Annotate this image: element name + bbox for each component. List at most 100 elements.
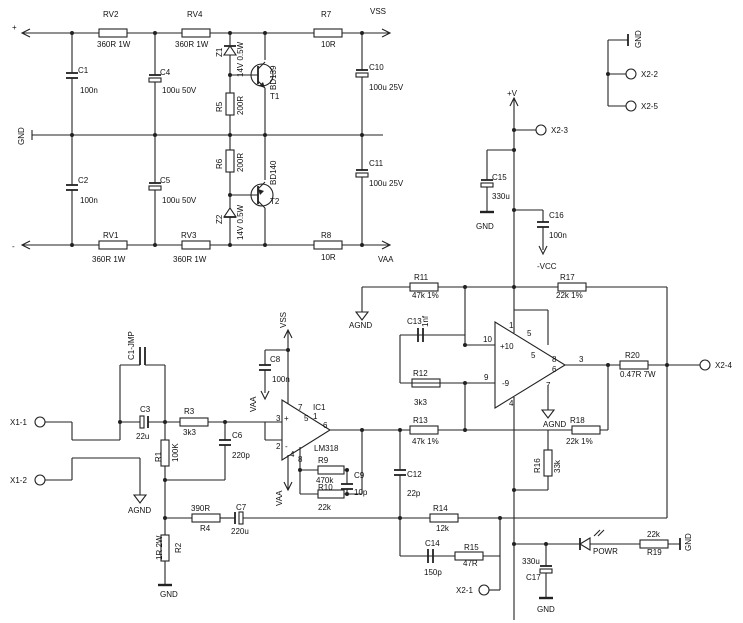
powr-label: POWR [593, 547, 618, 556]
c8-label: C8 [270, 355, 281, 364]
c9-value: 10p [354, 488, 368, 497]
rv4-label: RV4 [187, 10, 203, 19]
pin-1: 1 [509, 321, 514, 330]
rv1-label: RV1 [103, 231, 119, 240]
r14-value: 12k [436, 524, 450, 533]
c16-value: 100n [549, 231, 567, 240]
r16-label: R16 [533, 458, 542, 473]
c6-value: 220p [232, 451, 250, 460]
c17-label: C17 [526, 573, 541, 582]
r10-value: 22k [318, 503, 332, 512]
c13-label: C13 [407, 317, 422, 326]
rv3-label: RV3 [181, 231, 197, 240]
c1-label: C1 [78, 66, 89, 75]
gnd-tr-label: GND [634, 30, 643, 48]
c7-value: 220u [231, 527, 249, 536]
ic1-plus: + [284, 414, 289, 423]
terminal-x1-2[interactable] [34, 474, 46, 486]
r8 [313, 240, 343, 250]
ic1-minus: - [285, 442, 288, 451]
r11-value: 47k 1% [412, 291, 439, 300]
terminal-x2-4[interactable] [699, 359, 711, 371]
rv4-value: 360R 1W [175, 40, 209, 49]
ic1-stage: VSS C8 100n VAA + - IC1 LM318 3 2 6 7 1 … [249, 312, 422, 518]
terminal-x2-5[interactable] [625, 100, 637, 112]
r5-value: 200R [236, 96, 245, 115]
r5-label: R5 [215, 101, 224, 112]
terminal-x1-1[interactable] [34, 416, 46, 428]
c5-label: C5 [160, 176, 171, 185]
r16-value: 33k [553, 459, 562, 473]
x2-5-label: X2-5 [641, 102, 658, 111]
c11-label: C11 [369, 159, 384, 168]
c17-value: 330u [522, 557, 540, 566]
x1-2-label: X1-2 [10, 476, 27, 485]
c12-label: C12 [407, 470, 422, 479]
r15-label: R15 [464, 543, 479, 552]
x1-1-label: X1-1 [10, 418, 27, 427]
c4-value: 100u 50V [162, 86, 197, 95]
vaa-bottom-label: VAA [378, 255, 394, 264]
rv1 [98, 240, 128, 250]
vaa-ic1b-label: VAA [275, 490, 284, 506]
x2-4-label: X2-4 [715, 361, 732, 370]
c8-value: 100n [272, 375, 290, 384]
c2-value: 100n [80, 196, 98, 205]
gnd-c15-label: GND [476, 222, 494, 231]
r7-value: 10R [321, 40, 336, 49]
r17-label: R17 [560, 273, 575, 282]
c11-value: 100u 25V [369, 179, 404, 188]
c15-label: C15 [492, 173, 507, 182]
r9-value: 470k [316, 476, 334, 485]
x2-3-label: X2-3 [551, 126, 568, 135]
x2-2-label: X2-2 [641, 70, 658, 79]
rv3-value: 360R 1W [173, 255, 207, 264]
vcc-label: -VCC [537, 262, 557, 271]
c3-value: 22u [136, 432, 149, 441]
op2-minus: -9 [502, 379, 510, 388]
z1-value: 14V 0.5W [236, 41, 245, 77]
r1-value: 100K [171, 443, 180, 462]
r18-label: R18 [570, 416, 585, 425]
r19-value: 22k [647, 530, 661, 539]
op2-plus: +10 [500, 342, 514, 351]
terminal-x2-2[interactable] [625, 68, 637, 80]
ic1-label: IC1 [313, 403, 326, 412]
c9-label: C9 [354, 471, 365, 480]
r2-value: 1R 2W [155, 535, 164, 560]
terminal-x2-1[interactable] [478, 584, 490, 596]
rv2 [98, 28, 128, 38]
vss-top-label: VSS [370, 7, 386, 16]
c16-label: C16 [549, 211, 564, 220]
plus-in-label: + [12, 23, 17, 32]
c1-value: 100n [80, 86, 98, 95]
power-supply: + - GND VSS VAA RV2 360R 1W RV4 360R 1W … [12, 7, 404, 264]
vaa-ic1a-label: VAA [249, 396, 258, 412]
t1-value: BD139 [269, 65, 278, 90]
c7-label: C7 [236, 503, 247, 512]
gnd-r19-label: GND [684, 533, 693, 551]
ic1-pin-7: 7 [298, 403, 303, 412]
r8-label: R8 [321, 231, 332, 240]
r10-label: R10 [318, 483, 333, 492]
r20-label: R20 [625, 351, 640, 360]
r15-value: 47R [463, 559, 478, 568]
c14-value: 150p [424, 568, 442, 577]
z2-label: Z2 [215, 214, 224, 224]
vss-ic1-label: VSS [279, 312, 288, 328]
c5-value: 100u 50V [162, 196, 197, 205]
terminal-x2-3[interactable] [535, 124, 547, 136]
ic1-value: LM318 [314, 444, 339, 453]
agnd-mid-label: AGND [543, 420, 566, 429]
r17-value: 22k 1% [556, 291, 583, 300]
rv3 [181, 240, 211, 250]
r3-value: 3k3 [183, 428, 196, 437]
power-amp: +V X2-3 C15 330u GND C16 100n -VCC [349, 89, 732, 620]
c1-jmp-label: C1-JMP [127, 331, 136, 360]
r7 [313, 28, 343, 38]
agnd-top-label: AGND [349, 321, 372, 330]
r13-label: R13 [413, 416, 428, 425]
minus-in-label: - [12, 242, 15, 251]
rv1-value: 360R 1W [92, 255, 126, 264]
